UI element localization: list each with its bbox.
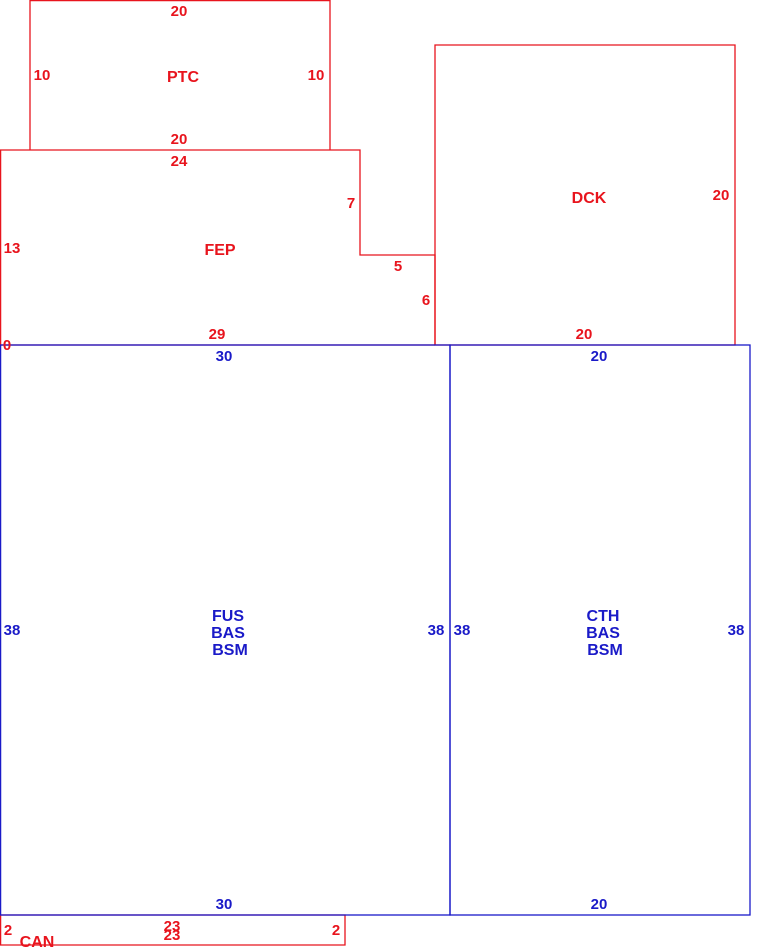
cth-area-label-line-3: BSM — [587, 642, 623, 659]
fep-dim-step-lower-right: 6 — [422, 292, 430, 309]
cth-area-label-line-1: CTH — [587, 608, 620, 625]
fep-dim-step-top: 5 — [394, 258, 402, 275]
fep-dim-bottom: 29 — [209, 326, 226, 343]
fep-dim-step-right: 7 — [347, 195, 355, 212]
cth-area-label-line-2: BAS — [586, 625, 620, 642]
can-dim-right: 2 — [332, 922, 340, 939]
fus-dim-left: 38 — [4, 622, 21, 639]
fus-dim-top: 30 — [216, 348, 233, 365]
ptc-dim-left: 10 — [34, 67, 51, 84]
fep-dim-left: 13 — [4, 240, 21, 257]
ptc-dim-right: 10 — [308, 67, 325, 84]
ptc-dim-top: 20 — [171, 3, 188, 20]
fep-area-label: FEP — [204, 242, 235, 259]
fus-dim-right: 38 — [428, 622, 445, 639]
fep-corner-marker: 0 — [3, 337, 11, 354]
ptc-outline — [29, 0, 331, 150]
cth-dim-left: 38 — [454, 622, 471, 639]
dck-dim-bottom: 20 — [576, 326, 593, 343]
fus-area-label-line-1: FUS — [212, 608, 244, 625]
fus-area-label-line-2: BAS — [211, 625, 245, 642]
can-area-label: CAN — [20, 934, 55, 950]
can-dim-left: 2 — [4, 922, 12, 939]
fus-dim-bottom: 30 — [216, 896, 233, 913]
fep-dim-top: 24 — [171, 153, 188, 170]
ptc-dim-bottom: 20 — [171, 131, 188, 148]
cth-outline — [449, 344, 751, 916]
ptc-area-label: PTC — [167, 69, 199, 86]
can-dim-top: 23 — [164, 918, 181, 935]
dck-area-label: DCK — [572, 190, 607, 207]
dck-dim-right: 20 — [713, 187, 730, 204]
fus-area-label-line-3: BSM — [212, 642, 248, 659]
cth-dim-top: 20 — [591, 348, 608, 365]
cth-dim-bottom: 20 — [591, 896, 608, 913]
cth-dim-right: 38 — [728, 622, 745, 639]
can-dim-bottom: 23 — [164, 927, 181, 944]
